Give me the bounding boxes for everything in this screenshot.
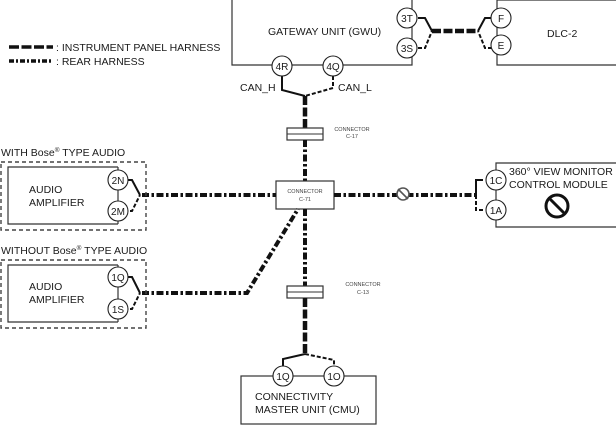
- gwu-box: [231, 0, 413, 66]
- svg-text:3T: 3T: [401, 14, 413, 25]
- dlc-box: [496, 0, 616, 66]
- svg-text:2M: 2M: [111, 207, 125, 218]
- bose-group-label: WITH Bose® TYPE AUDIO: [1, 146, 125, 159]
- dlc-2: DLC-2: [496, 0, 616, 66]
- connector-c13: CONNECTOR C-13: [286, 282, 381, 299]
- 360-view-monitor-control-module: 360° VIEW MONITOR CONTROL MODULE: [495, 162, 616, 228]
- svg-text:E: E: [498, 41, 505, 52]
- svg-text:4R: 4R: [276, 62, 289, 73]
- c13-label-2: C-13: [357, 290, 369, 296]
- svg-text:3S: 3S: [401, 44, 414, 55]
- bose-amp-box: [7, 166, 118, 225]
- pin-2n: 2N: [107, 169, 129, 191]
- pin-2m: 2M: [107, 200, 129, 222]
- pin-4r: 4R: [271, 55, 293, 77]
- legend-rear-label: : REAR HARNESS: [56, 56, 145, 68]
- bose-group-box: [0, 161, 147, 231]
- pin-1a: 1A: [485, 199, 507, 221]
- harness-nonbose-amp-c71: [142, 207, 300, 295]
- pin-1c: 1C: [485, 169, 507, 191]
- wire-3t: [418, 17, 433, 32]
- c71-label-2: C-71: [299, 197, 311, 203]
- line-prohibited-icon: [396, 187, 410, 201]
- cmu-box: [240, 375, 377, 425]
- wire-e: [477, 30, 492, 49]
- 360-monitor-label-1: 360° VIEW MONITOR: [509, 166, 613, 178]
- can-l-label: CAN_L: [338, 82, 372, 94]
- svg-text:1Q: 1Q: [111, 273, 125, 284]
- can-h-label: CAN_H: [240, 82, 276, 94]
- wire-1a: [475, 195, 483, 211]
- gateway-unit: GATEWAY UNIT (GWU): [231, 0, 413, 66]
- pin-1q-amp: 1Q: [107, 266, 129, 288]
- pin-4q: 4Q: [322, 55, 344, 77]
- connector-c71: CONNECTOR C-71: [275, 180, 335, 210]
- 360-monitor-label-2: CONTROL MODULE: [509, 179, 608, 191]
- c71-body: [275, 180, 335, 210]
- c17-label-1: CONNECTOR: [334, 127, 369, 133]
- svg-text:4Q: 4Q: [326, 62, 340, 73]
- wire-can-l: [304, 76, 334, 97]
- gwu-label: GATEWAY UNIT (GWU): [268, 26, 381, 38]
- c13-label-1: CONNECTOR: [345, 282, 380, 288]
- cmu-label-2: MASTER UNIT (CMU): [255, 404, 360, 416]
- nonbose-group-box: [0, 259, 147, 329]
- svg-text:1A: 1A: [490, 206, 503, 217]
- svg-text:1C: 1C: [490, 176, 503, 187]
- c17-label-2: C-17: [346, 134, 358, 140]
- svg-text:F: F: [498, 14, 504, 25]
- cmu-label-1: CONNECTIVITY: [255, 391, 333, 403]
- c71-label-1: CONNECTOR: [287, 189, 322, 195]
- connectivity-master-unit: CONNECTIVITY MASTER UNIT (CMU): [240, 375, 377, 425]
- nonbose-group-label: WITHOUT Bose® TYPE AUDIO: [1, 244, 147, 257]
- svg-text:1O: 1O: [327, 372, 341, 383]
- legend: : INSTRUMENT PANEL HARNESS : REAR HARNES…: [9, 42, 220, 68]
- nonbose-amp-label-1: AUDIO: [29, 281, 62, 293]
- bose-amp-label-1: AUDIO: [29, 184, 62, 196]
- connector-c17: CONNECTOR C-17: [286, 127, 370, 141]
- pin-e: E: [490, 34, 512, 56]
- pin-1o-cmu: 1O: [323, 365, 345, 387]
- pin-1q-cmu: 1Q: [272, 365, 294, 387]
- wire-f: [477, 17, 492, 32]
- legend-instrument-panel-label: : INSTRUMENT PANEL HARNESS: [56, 42, 220, 54]
- pin-1s-amp: 1S: [107, 298, 129, 320]
- nonbose-amp-label-2: AMPLIFIER: [29, 294, 85, 306]
- pin-f: F: [490, 7, 512, 29]
- svg-text:2N: 2N: [112, 176, 125, 187]
- nonbose-amp-box: [7, 264, 118, 323]
- svg-text:1Q: 1Q: [276, 372, 290, 383]
- bose-amp-label-2: AMPLIFIER: [29, 197, 85, 209]
- svg-text:1S: 1S: [112, 305, 125, 316]
- dlc-label: DLC-2: [547, 28, 578, 40]
- pin-3s: 3S: [396, 37, 418, 59]
- wire-can-h: [281, 76, 306, 97]
- pin-3t: 3T: [396, 7, 418, 29]
- bose-audio-group: WITH Bose® TYPE AUDIO AUDIO AMPLIFIER: [0, 146, 147, 231]
- wire-3s: [418, 30, 433, 49]
- wire-1c: [475, 179, 483, 195]
- prohibited-icon: [544, 193, 570, 219]
